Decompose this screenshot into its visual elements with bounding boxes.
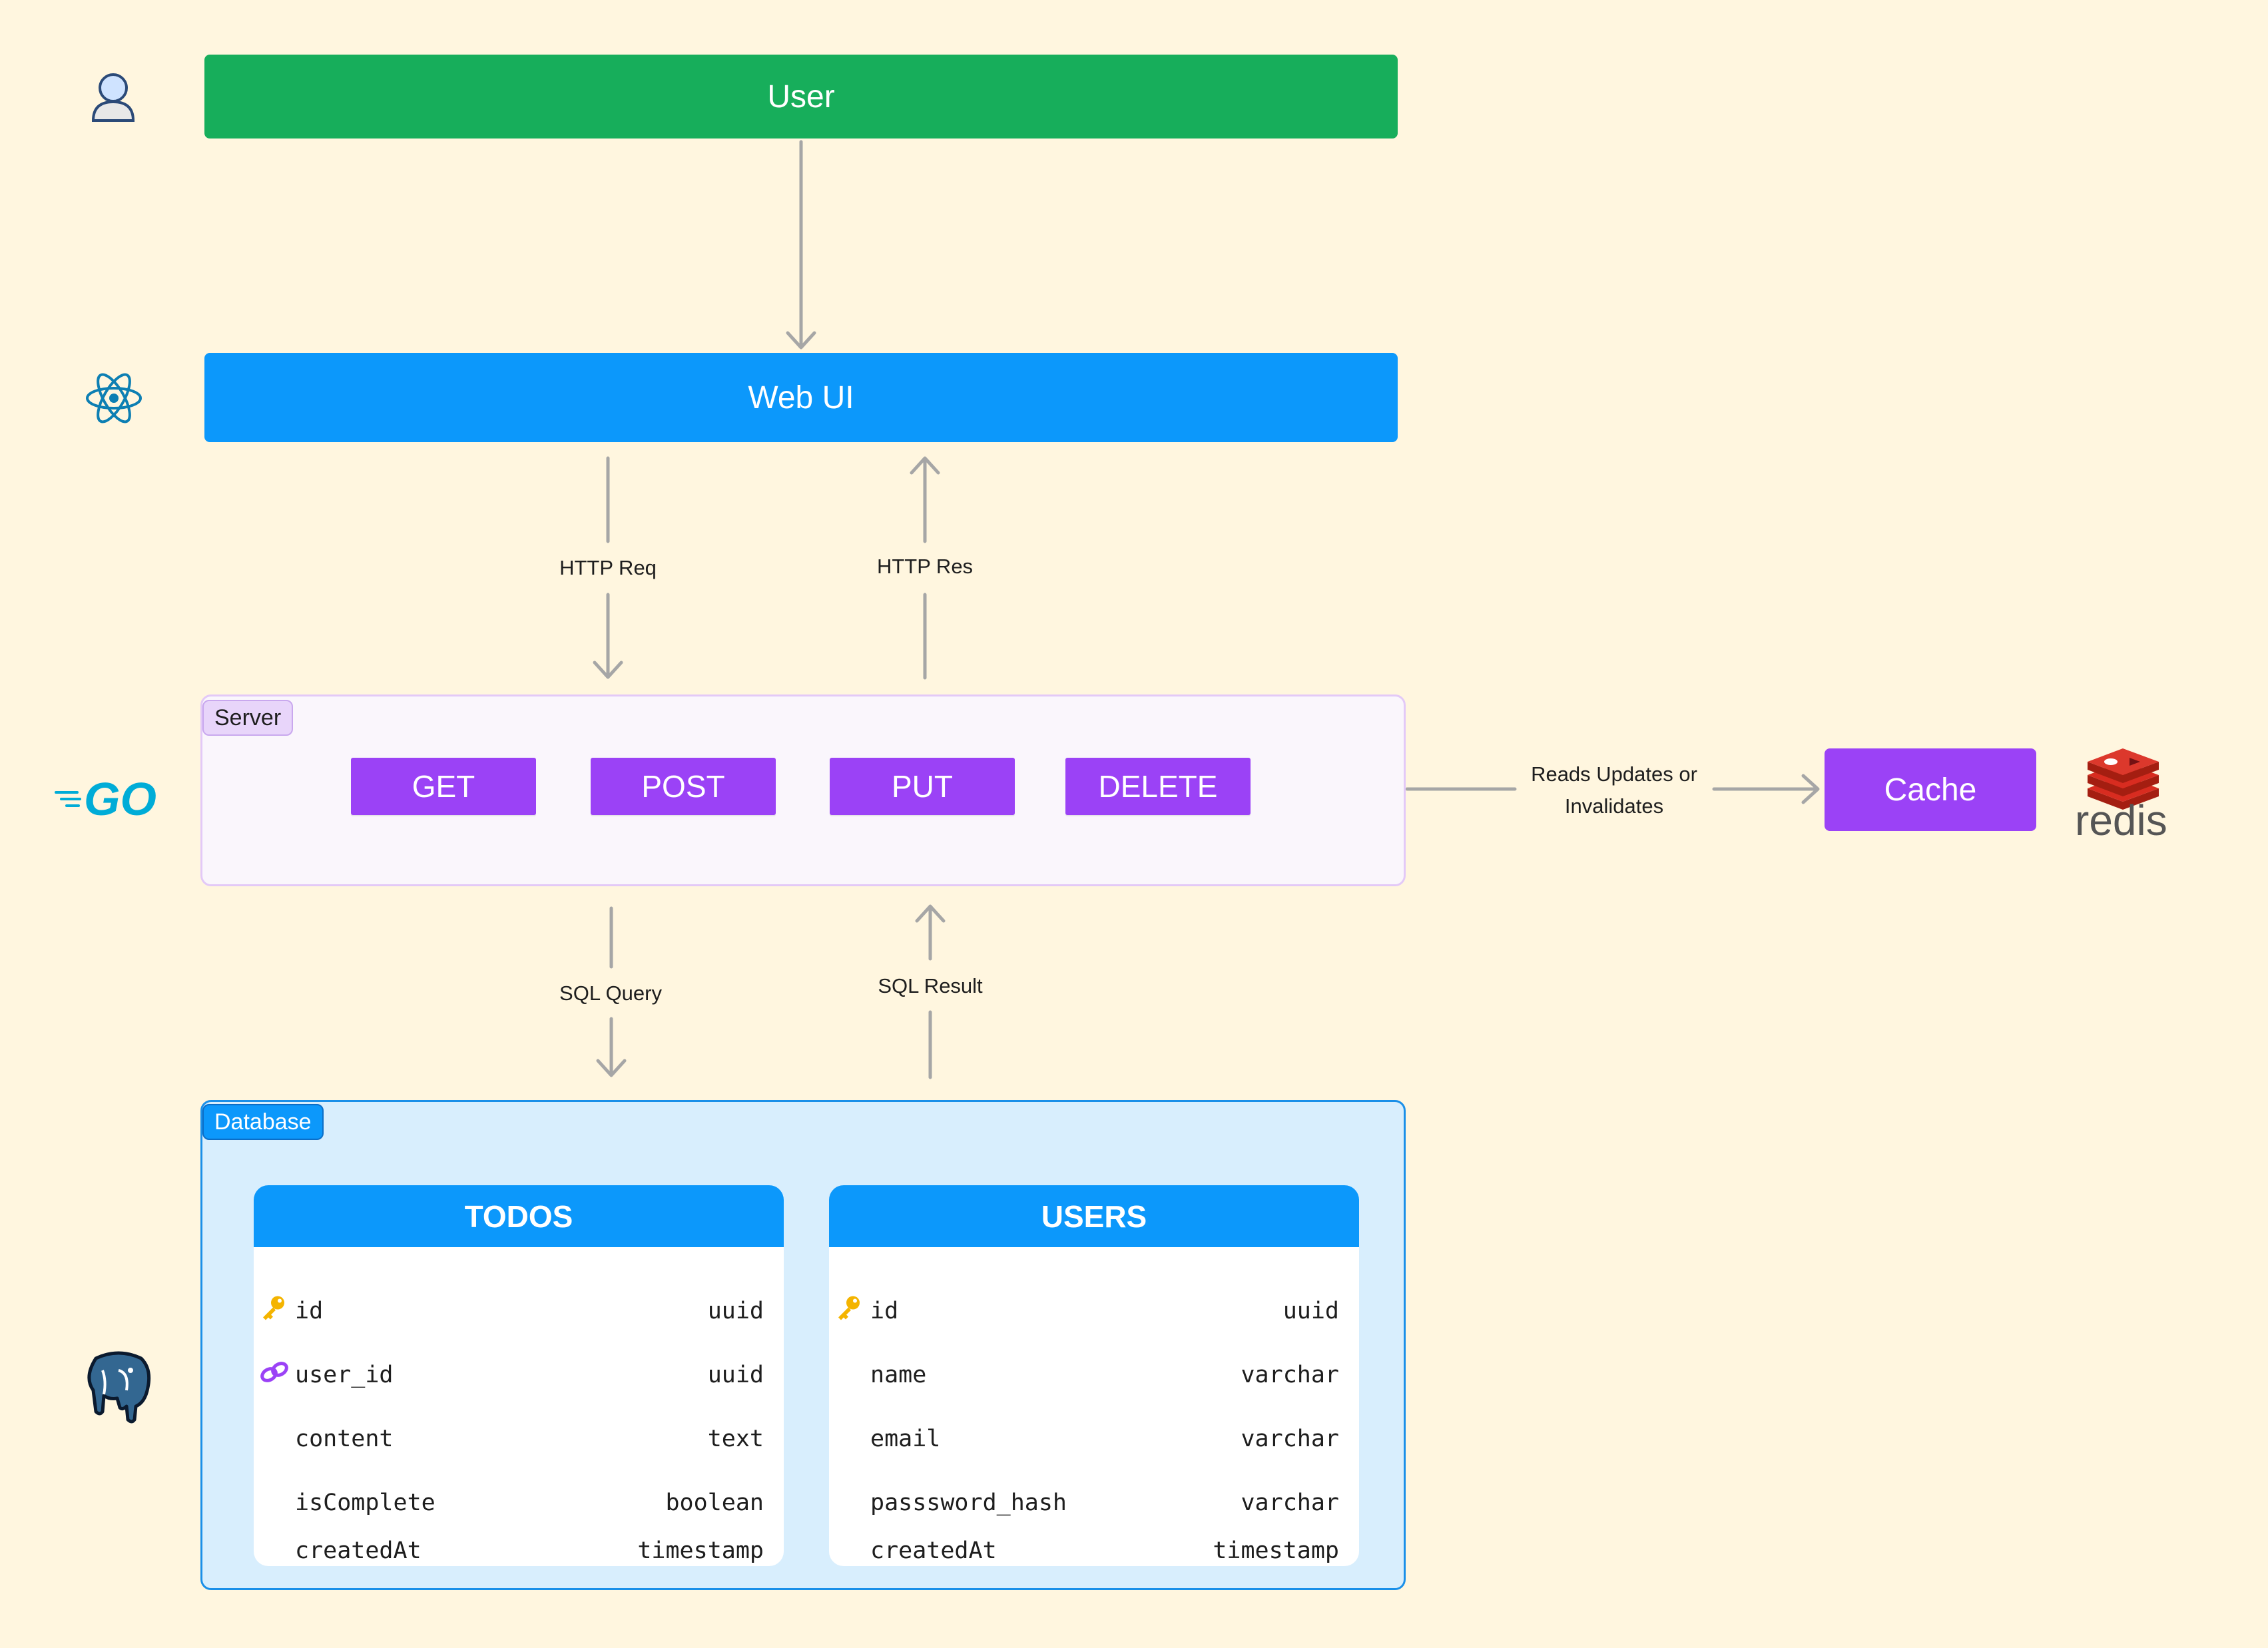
method-post: POST bbox=[591, 758, 776, 815]
method-put: PUT bbox=[830, 758, 1015, 815]
http-res-label: HTTP Res bbox=[876, 555, 974, 578]
react-icon bbox=[85, 370, 142, 427]
primary-key-icon bbox=[259, 1294, 288, 1329]
method-delete: DELETE bbox=[1065, 758, 1251, 815]
cache-edge-label-line1: Reads Updates or bbox=[1531, 762, 1697, 786]
primary-key-icon bbox=[834, 1294, 864, 1329]
users-table-header: USERS bbox=[829, 1185, 1359, 1247]
foreign-key-link-icon bbox=[259, 1359, 290, 1392]
cache-edge-label: Reads Updates or Invalidates bbox=[1531, 758, 1697, 822]
table-row: email varchar bbox=[870, 1426, 1339, 1452]
svg-text:redis: redis bbox=[2075, 796, 2167, 840]
svg-text:GO: GO bbox=[84, 773, 156, 824]
table-row: content text bbox=[295, 1426, 764, 1452]
todos-table: TODOS id uuid user_id uuid content text … bbox=[254, 1185, 784, 1566]
cache-box: Cache bbox=[1825, 748, 2036, 831]
cache-label: Cache bbox=[1884, 772, 1977, 808]
table-row: createdAt timestamp bbox=[870, 1537, 1339, 1564]
sql-query-label: SQL Query bbox=[559, 981, 662, 1005]
webui-lane-bar: Web UI bbox=[204, 353, 1398, 442]
database-group-tag: Database bbox=[202, 1104, 324, 1140]
table-row: name varchar bbox=[870, 1362, 1339, 1388]
redis-logo-icon: redis bbox=[2071, 740, 2177, 844]
user-lane-label: User bbox=[767, 79, 835, 115]
user-lane-bar: User bbox=[204, 55, 1398, 138]
table-row: isComplete boolean bbox=[295, 1490, 764, 1516]
http-req-label: HTTP Req bbox=[559, 556, 657, 579]
go-logo-icon: GO bbox=[55, 772, 168, 824]
user-icon bbox=[87, 70, 140, 123]
sql-result-label: SQL Result bbox=[878, 974, 983, 997]
webui-lane-label: Web UI bbox=[748, 380, 854, 415]
table-row: id uuid bbox=[829, 1279, 1359, 1343]
todos-table-header: TODOS bbox=[254, 1185, 784, 1247]
users-table: USERS id uuid name varchar email varchar… bbox=[829, 1185, 1359, 1566]
cache-edge-label-line2: Invalidates bbox=[1564, 794, 1664, 818]
table-row: id uuid bbox=[254, 1279, 784, 1343]
postgresql-elephant-icon bbox=[83, 1350, 154, 1425]
method-get: GET bbox=[351, 758, 536, 815]
server-group-tag: Server bbox=[202, 700, 294, 736]
table-row: user_id uuid bbox=[254, 1343, 784, 1407]
table-row: passsword_hash varchar bbox=[870, 1490, 1339, 1516]
table-row: createdAt timestamp bbox=[295, 1537, 764, 1564]
